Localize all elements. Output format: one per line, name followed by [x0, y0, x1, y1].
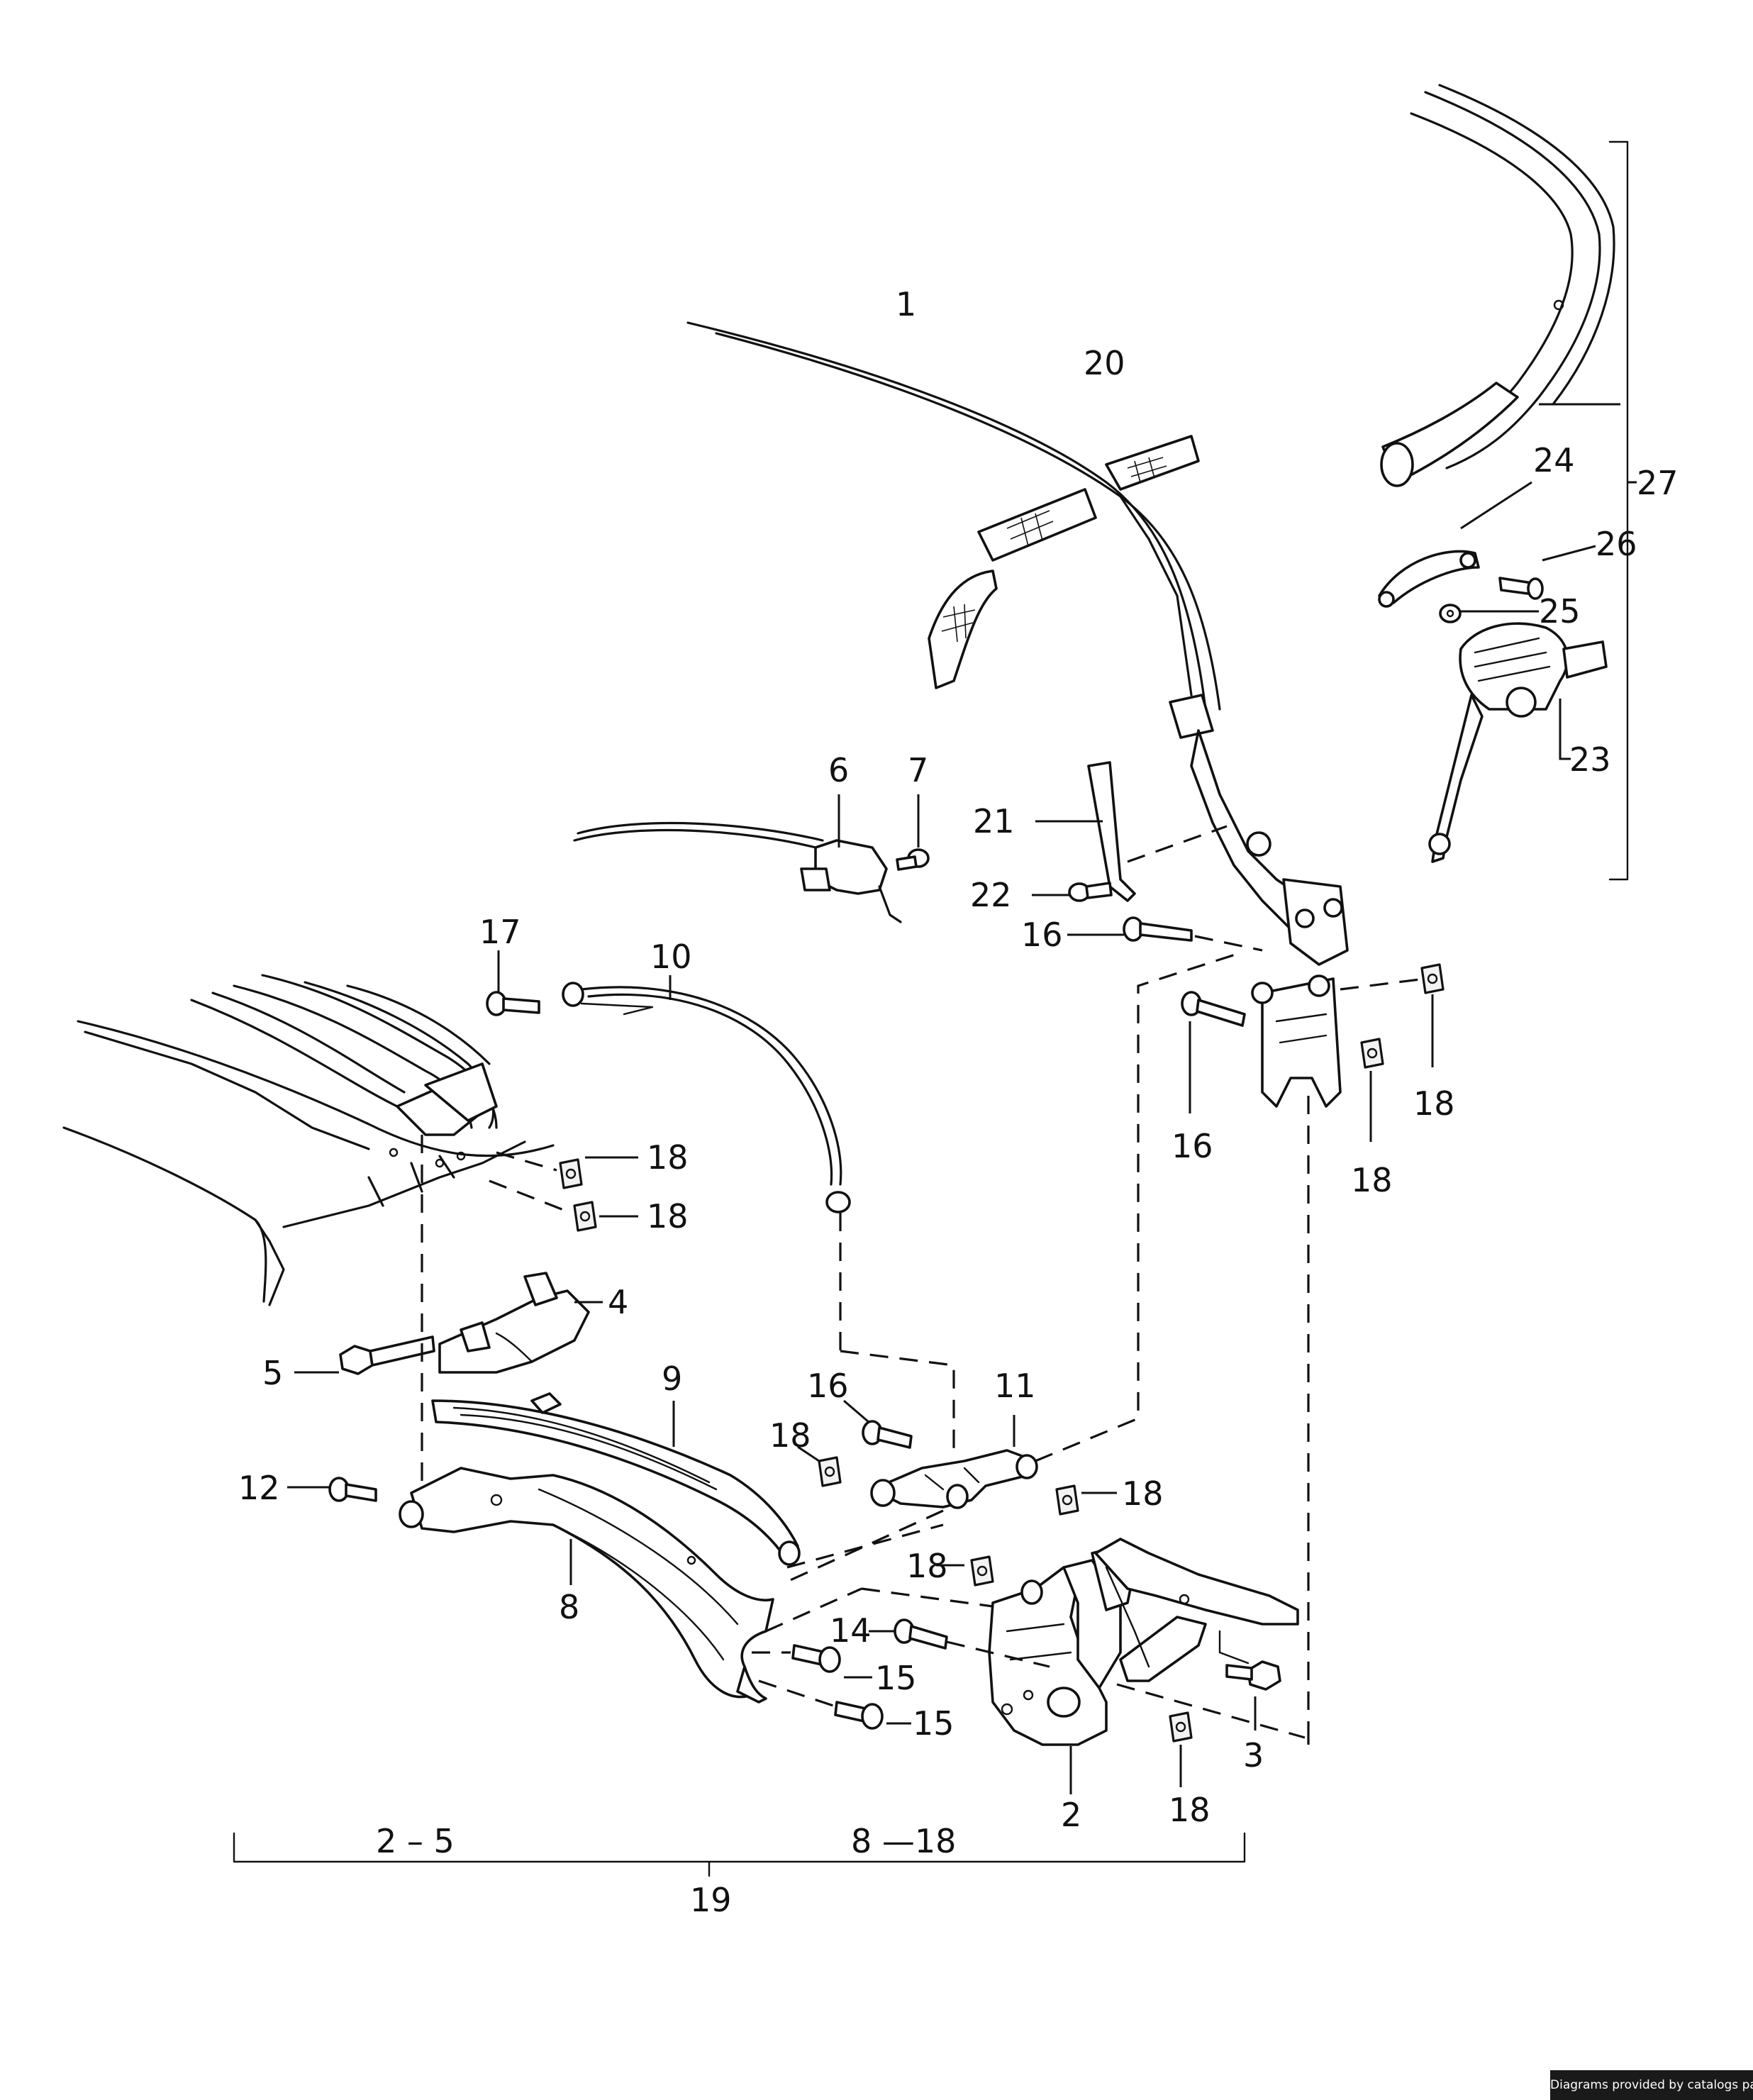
callout-25: 25: [1539, 592, 1581, 630]
callout-18-link-right: 18: [1122, 1474, 1164, 1513]
lever-3: [1094, 1538, 1299, 1691]
dash-hinge-right: [1340, 977, 1426, 991]
clip-18-hinge-low: [1360, 1038, 1384, 1069]
rear-deck-panel: [62, 974, 555, 1306]
dash-base-top: [861, 1587, 994, 1608]
main-hinge-bracket: [1169, 694, 1349, 1108]
clip-18-link-left: [818, 1456, 842, 1487]
dash-arm-base: [765, 1587, 862, 1633]
callout-5: 5: [262, 1354, 283, 1392]
leader-23: [1559, 699, 1571, 760]
callout-2: 2: [1061, 1796, 1081, 1834]
bolt-15-upper: [791, 1644, 841, 1673]
clip-18-deck-a: [559, 1158, 583, 1189]
callout-27: 27: [1637, 464, 1679, 502]
clip-18-base-top: [970, 1555, 994, 1587]
leader-16c: [843, 1399, 869, 1423]
arm-8: [399, 1467, 774, 1704]
callout-17: 17: [479, 913, 521, 951]
callout-18-base-top: 18: [906, 1547, 948, 1585]
callout-16-a: 16: [1021, 916, 1063, 954]
bracket-27: [1608, 140, 1629, 881]
lever-3-arm: [1218, 1630, 1250, 1665]
callout-18-base-right: 18: [1169, 1791, 1211, 1829]
callout-8: 8: [559, 1588, 579, 1626]
callout-6: 6: [828, 751, 849, 789]
bolt-17: [486, 991, 540, 1016]
callout-18-deck-a: 18: [647, 1138, 689, 1177]
latch-mechanism-23: [1428, 622, 1608, 863]
callout-18-hinge-right: 18: [1413, 1084, 1455, 1123]
trim-pad-20: [928, 435, 1200, 689]
rail-9: [431, 1392, 801, 1566]
callout-7: 7: [908, 751, 928, 789]
bolt-12: [328, 1477, 377, 1502]
washer-25: [1439, 604, 1462, 623]
callout-18-deck-b: 18: [647, 1197, 689, 1235]
dash-11-top: [840, 1350, 955, 1450]
callout-4: 4: [608, 1283, 628, 1321]
bolt-16-lower: [1181, 991, 1246, 1027]
callout-24: 24: [1533, 441, 1575, 479]
dash-arm-rail: [786, 1523, 944, 1569]
dash-11-right: [1035, 952, 1238, 1462]
clip-18-link-right: [1055, 1484, 1079, 1516]
bolt-16-upper: [1123, 916, 1193, 942]
callout-15-b: 15: [913, 1704, 955, 1743]
clip-18-base-right: [1169, 1711, 1193, 1743]
clip-18-deck-b: [573, 1201, 597, 1232]
callout-26: 26: [1596, 525, 1637, 563]
link-11: [870, 1449, 1038, 1509]
callout-18-hinge-low: 18: [1351, 1161, 1393, 1199]
bolt-16-link: [862, 1420, 913, 1449]
dash-lever-3: [1116, 1683, 1306, 1739]
cable-bracket-6: [573, 821, 902, 923]
callout-16-b: 16: [1172, 1127, 1213, 1165]
bolt-5: [339, 1335, 435, 1375]
callout-14: 14: [830, 1611, 872, 1650]
callout-16-c: 16: [807, 1367, 849, 1405]
callout-23: 23: [1569, 740, 1611, 779]
credit-badge: Diagrams provided by catalogs parts: [1550, 2070, 1753, 2100]
callout-10: 10: [650, 938, 692, 976]
callout-1: 1: [896, 285, 916, 323]
screw-7: [896, 848, 930, 871]
leader-26: [1542, 545, 1596, 562]
hinge-base-2: [988, 1545, 1136, 1746]
dash-16a: [1194, 935, 1263, 952]
callout-22: 22: [970, 876, 1012, 914]
callout-9: 9: [662, 1360, 682, 1398]
callout-12: 12: [238, 1469, 280, 1507]
dash-14: [946, 1640, 1050, 1668]
callout-11: 11: [994, 1367, 1036, 1405]
roof-frame-bow-27: [1380, 84, 1615, 487]
cable-24: [1378, 550, 1480, 608]
callout-20: 20: [1084, 344, 1125, 382]
screw-22: [1068, 882, 1113, 902]
callout-15-a: 15: [875, 1659, 917, 1697]
group-assembly-label: 19: [690, 1881, 732, 1919]
callout-21: 21: [973, 802, 1015, 840]
strip-21: [1087, 761, 1136, 902]
group-range-left: 2 – 5: [376, 1822, 455, 1860]
callout-3: 3: [1243, 1736, 1264, 1774]
leader-24: [1460, 481, 1532, 530]
roof-bow-1: [686, 321, 1221, 711]
cable-10: [562, 982, 851, 1213]
bolt-15-lower: [834, 1701, 884, 1730]
dash-deck-a: [496, 1151, 557, 1172]
dash-deck-b: [489, 1179, 572, 1214]
dash-21: [1127, 825, 1228, 863]
bracket-4: [438, 1272, 590, 1374]
bolt-26: [1498, 577, 1544, 600]
bolt-14: [894, 1618, 948, 1650]
group-range-right: 8 —18: [851, 1822, 956, 1860]
clip-18-hinge-right: [1420, 963, 1445, 994]
group-bracket-19: [233, 1832, 1246, 1863]
dash-15-b: [758, 1679, 834, 1707]
callout-18-link-left: 18: [769, 1416, 811, 1455]
leader-18c: [797, 1445, 820, 1462]
